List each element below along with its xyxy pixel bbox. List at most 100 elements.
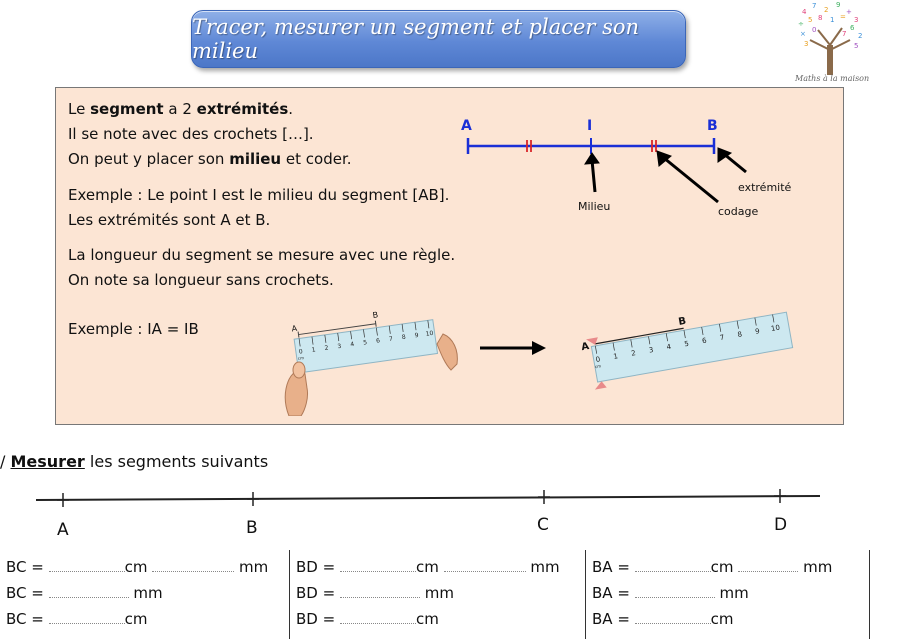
- svg-text:3: 3: [804, 40, 808, 48]
- answer-blank[interactable]: [339, 583, 420, 598]
- answer-column-2: BD = cm mm BD = mm BD = cm: [289, 550, 586, 639]
- exercise-segment-line: [35, 489, 821, 507]
- svg-text:A: A: [580, 341, 590, 353]
- svg-text:5: 5: [363, 339, 368, 346]
- svg-text:B: B: [372, 310, 379, 320]
- lesson-box: Le segment a 2 extrémités. Il se note av…: [55, 87, 844, 425]
- answer-row: BC = cm: [6, 609, 148, 628]
- answer-row: BA = mm: [592, 583, 749, 602]
- answer-blank[interactable]: [339, 609, 416, 624]
- title-banner: Tracer, mesurer un segment et placer son…: [191, 10, 686, 68]
- svg-text:5: 5: [684, 340, 690, 349]
- diagram-label-milieu: Milieu: [578, 200, 610, 213]
- svg-text:6: 6: [376, 337, 381, 344]
- svg-text:cm: cm: [297, 355, 304, 361]
- ruler-illustration-2: 0 1 2 3 4 5 6 7 8 9 10 cm A B: [580, 311, 794, 390]
- lesson-line-1: Le segment a 2 extrémités.: [68, 100, 294, 118]
- svg-text:1: 1: [311, 346, 316, 353]
- svg-text:A: A: [291, 324, 298, 334]
- answer-grid: BC = cm mm BC = mm BC = cm BD = cm mm BD…: [0, 550, 870, 639]
- svg-text:8: 8: [737, 330, 743, 339]
- svg-text:5: 5: [808, 16, 812, 24]
- svg-text:+: +: [846, 8, 852, 16]
- svg-text:9: 9: [414, 332, 419, 339]
- answer-blank[interactable]: [634, 557, 711, 572]
- answer-row: BC = cm mm: [6, 557, 269, 576]
- lesson-line-5: Les extrémités sont A et B.: [68, 211, 271, 229]
- svg-text:4: 4: [666, 343, 672, 352]
- svg-text:2: 2: [324, 345, 329, 352]
- lesson-line-3: On peut y placer son milieu et coder.: [68, 150, 352, 168]
- diagram-label-extremite: extrémité: [738, 181, 792, 194]
- svg-text:6: 6: [850, 24, 855, 32]
- svg-text:9: 9: [836, 1, 840, 9]
- answer-row: BD = cm: [296, 609, 439, 628]
- point-label-a: A: [57, 520, 69, 540]
- svg-text:0: 0: [595, 355, 601, 364]
- svg-text:2: 2: [631, 349, 637, 358]
- answer-blank[interactable]: [48, 583, 129, 598]
- point-label-c: C: [537, 515, 549, 535]
- answer-column-3: BA = cm mm BA = mm BA = cm: [585, 550, 870, 639]
- answer-row: BA = cm mm: [592, 557, 833, 576]
- svg-text:7: 7: [842, 30, 846, 38]
- diagram-point-b: B: [707, 118, 718, 134]
- diagram-label-codage: codage: [718, 205, 758, 218]
- svg-text:4: 4: [802, 8, 807, 16]
- svg-text:÷: ÷: [798, 20, 804, 28]
- answer-blank[interactable]: [634, 609, 711, 624]
- svg-text:2: 2: [824, 6, 828, 14]
- svg-text:7: 7: [812, 2, 816, 10]
- svg-text:3: 3: [648, 346, 654, 355]
- svg-text:0: 0: [298, 348, 303, 355]
- answer-row: BD = mm: [296, 583, 454, 602]
- svg-text:×: ×: [800, 30, 806, 38]
- lesson-line-4: Exemple : Le point I est le milieu du se…: [68, 186, 450, 204]
- answer-blank[interactable]: [48, 609, 125, 624]
- answer-blank[interactable]: [738, 557, 799, 572]
- lesson-line-2: Il se note avec des crochets […].: [68, 125, 314, 143]
- lesson-line-8: Exemple : IA = IB: [68, 320, 199, 338]
- exercise-heading: / Mesurer les segments suivants: [0, 452, 269, 471]
- answer-blank[interactable]: [48, 557, 125, 572]
- svg-text:0: 0: [812, 26, 816, 34]
- svg-text:1: 1: [613, 352, 619, 361]
- svg-text:10: 10: [425, 330, 434, 338]
- svg-text:9: 9: [755, 327, 761, 336]
- answer-blank[interactable]: [634, 583, 715, 598]
- svg-text:5: 5: [854, 42, 858, 50]
- answer-blank[interactable]: [339, 557, 416, 572]
- lesson-line-6: La longueur du segment se mesure avec un…: [68, 246, 456, 264]
- svg-text:1: 1: [830, 16, 834, 24]
- answer-row: BD = cm mm: [296, 557, 560, 576]
- lesson-line-7: On note sa longueur sans crochets.: [68, 271, 334, 289]
- segment-diagram: A I B Milieu codage extrémité: [461, 118, 792, 218]
- svg-text:8: 8: [818, 14, 822, 22]
- ruler-illustration-1: 0 1 2 3 4 5 6 7 8 9 10 cm A B: [284, 310, 458, 416]
- point-label-b: B: [246, 518, 258, 538]
- answer-blank[interactable]: [152, 557, 235, 572]
- logo-text: Maths à la maison: [795, 74, 870, 83]
- svg-text:4: 4: [350, 341, 355, 348]
- answer-row: BA = cm: [592, 609, 734, 628]
- answer-column-1: BC = cm mm BC = mm BC = cm: [0, 550, 290, 639]
- diagram-point-a: A: [461, 118, 472, 134]
- svg-text:=: =: [840, 13, 846, 21]
- svg-text:3: 3: [854, 16, 858, 24]
- arrow-right-icon: [480, 341, 546, 355]
- svg-text:3: 3: [337, 343, 342, 350]
- svg-text:8: 8: [401, 334, 406, 341]
- answer-row: BC = mm: [6, 583, 163, 602]
- svg-text:10: 10: [770, 324, 780, 333]
- point-label-d: D: [774, 515, 788, 535]
- svg-text:6: 6: [701, 336, 707, 345]
- svg-text:7: 7: [389, 335, 394, 342]
- svg-text:B: B: [678, 316, 687, 328]
- svg-text:2: 2: [858, 32, 862, 40]
- diagram-point-i: I: [587, 118, 592, 134]
- page-title: Tracer, mesurer un segment et placer son…: [192, 15, 640, 63]
- svg-text:cm: cm: [595, 363, 602, 369]
- answer-blank[interactable]: [443, 557, 526, 572]
- svg-text:7: 7: [719, 333, 725, 342]
